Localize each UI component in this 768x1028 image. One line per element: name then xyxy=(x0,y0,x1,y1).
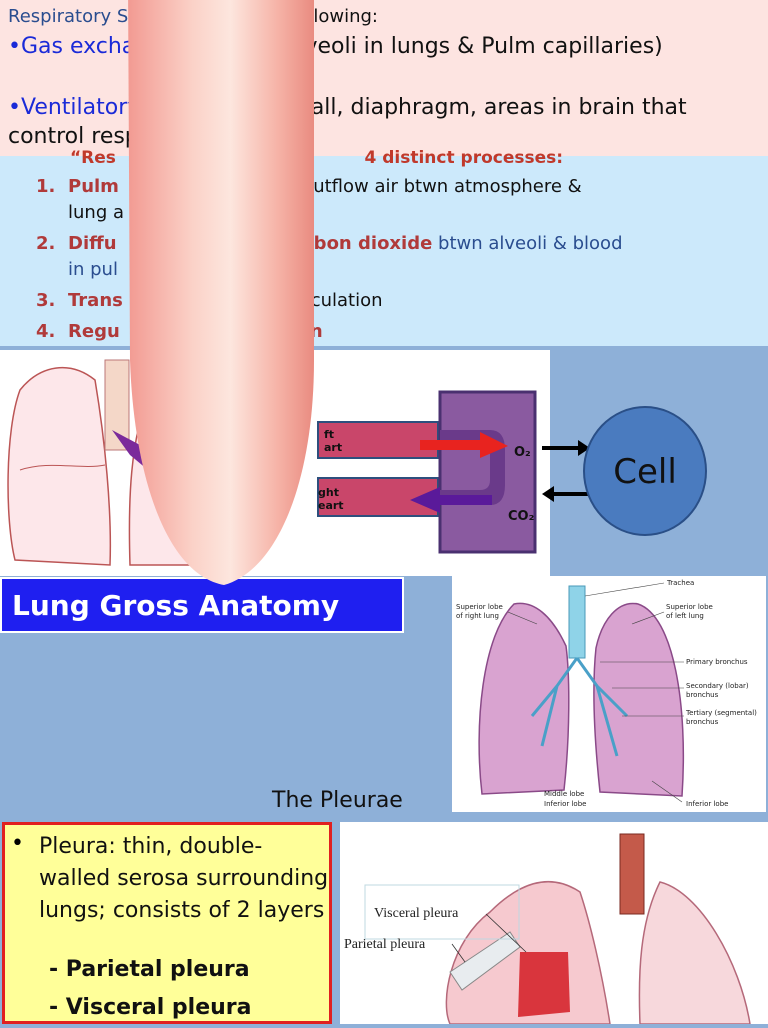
secondary-bronchus-label-2: bronchus xyxy=(686,691,719,699)
processes-box: “Res 4 distinct processes: 1. Pulm w & o… xyxy=(0,148,768,346)
o2-arrow xyxy=(420,432,508,458)
item-text-cont: lung a xyxy=(68,202,124,223)
item-number: 1. xyxy=(36,176,56,197)
o2-label: O₂ xyxy=(514,445,531,460)
processes-list: 1. Pulm w & outflow air btwn atmosphere … xyxy=(0,174,760,350)
primary-bronchus-label: Primary bronchus xyxy=(686,658,748,666)
item-term: Regu xyxy=(68,321,120,342)
right-heart-label-2: eart xyxy=(318,499,344,512)
inferior-lobe-right-label: Inferior lobe xyxy=(544,800,586,808)
left-heart-label: ft xyxy=(324,428,334,441)
bullet: • xyxy=(11,831,24,856)
intro-box: Respiratory System consists of following… xyxy=(0,0,768,156)
item-term: Pulm xyxy=(68,176,119,197)
co2-label: CO₂ xyxy=(508,509,534,524)
u-loop xyxy=(440,430,505,505)
left-heart-label-2: art xyxy=(324,441,342,454)
parietal-pleura-item: - Parietal pleura xyxy=(49,957,250,982)
parietal-pleura-label: Parietal pleura xyxy=(344,937,426,952)
item-text-cont: in pul xyxy=(68,259,118,280)
tertiary-bronchus-label-2: bronchus xyxy=(686,718,719,726)
item-term: Diffu xyxy=(68,233,117,254)
lung-title-text: Lung Gross Anatomy xyxy=(12,589,340,622)
cell-arrows xyxy=(542,440,590,502)
process-item-1: 1. Pulm w & outflow air btwn atmosphere … xyxy=(0,174,760,226)
left-heart-block xyxy=(317,421,439,459)
inferior-lobe-left-label: Inferior lobe xyxy=(686,800,728,808)
secondary-bronchus-label: Secondary (lobar) xyxy=(686,682,749,690)
cell-circle: Cell xyxy=(583,406,707,536)
process-item-3: 3. Trans circulation xyxy=(0,288,760,314)
lung-anatomy-svg: Trachea Superior lobe of right lung Supe… xyxy=(456,579,757,808)
item-number: 3. xyxy=(36,290,56,311)
sup-right-label-2: of right lung xyxy=(456,612,499,620)
gas-exchange-point: •Gas exchanging organ (Alveoli in lungs … xyxy=(8,32,758,61)
bullet: • xyxy=(8,95,21,120)
pleura-description: Pleura: thin, double-walled serosa surro… xyxy=(39,834,329,923)
sup-left-label-2: of left lung xyxy=(666,612,704,620)
gas-exchange-detail: (Alveoli in lungs & Pulm capillaries) xyxy=(267,34,663,59)
process-item-4: 4. Regu tion xyxy=(0,319,760,345)
finger-overlay xyxy=(128,0,314,585)
pleura-figure-svg: Visceral pleura Parietal pleura xyxy=(344,833,751,1025)
process-item-2: 2. Diffu Carbon dioxide btwn alveoli & b… xyxy=(0,231,760,283)
visceral-pleura-item: - Visceral pleura xyxy=(49,995,252,1020)
sup-right-label: Superior lobe xyxy=(456,603,503,611)
co2-arrow xyxy=(410,487,492,513)
item-number: 2. xyxy=(36,233,56,254)
right-heart-label: ght xyxy=(318,486,339,499)
item-term: Trans xyxy=(68,290,123,311)
ventilatory-pump-point: •Ventilatory pump (chest wall, diaphragm… xyxy=(8,93,758,151)
trachea-label: Trachea xyxy=(666,579,694,587)
middle-lobe-label: Middle lobe xyxy=(544,790,584,798)
pleura-text-box: • Pleura: thin, double-walled serosa sur… xyxy=(2,822,332,1024)
tertiary-bronchus-label: Tertiary (segmental) xyxy=(685,709,757,717)
pleurae-title: The Pleurae xyxy=(272,788,403,813)
processes-header: “Res 4 distinct processes: xyxy=(70,148,564,168)
sup-left-label: Superior lobe xyxy=(666,603,713,611)
visceral-pleura-label: Visceral pleura xyxy=(374,906,459,921)
lung-anatomy-figure: Trachea Superior lobe of right lung Supe… xyxy=(452,576,766,812)
lung-gross-anatomy-title: Lung Gross Anatomy xyxy=(0,577,404,633)
item-text: btwn alveoli & blood xyxy=(432,233,623,254)
cell-label: Cell xyxy=(613,452,677,492)
pleura-figure: Visceral pleura Parietal pleura xyxy=(340,822,768,1025)
item-number: 4. xyxy=(36,321,56,342)
tissue-block xyxy=(438,390,537,554)
bullet: • xyxy=(8,34,21,59)
